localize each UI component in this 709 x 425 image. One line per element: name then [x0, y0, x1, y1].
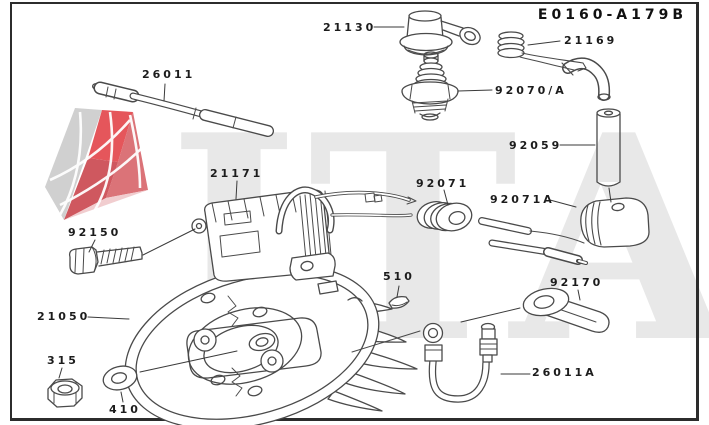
- ground-wire-drawing: [351, 322, 498, 403]
- part-label-92150: 92150: [68, 226, 122, 239]
- part-label-92071A: 92071A: [490, 193, 555, 206]
- part-label-21130: 21130: [323, 21, 377, 34]
- part-label-26011: 26011: [142, 68, 196, 81]
- flywheel-drawing: [124, 264, 418, 425]
- part-label-92170: 92170: [550, 276, 604, 289]
- grommet-drawing: [416, 201, 473, 232]
- part-label-92071: 92071: [416, 177, 470, 190]
- spark-plug-cap-drawing: [399, 10, 481, 56]
- ignition-coil-drawing: [191, 186, 588, 282]
- part-label-92059: 92059: [509, 139, 563, 152]
- part-label-315: 315: [47, 354, 79, 367]
- tube-drawing: [561, 57, 621, 187]
- part-label-510: 510: [383, 270, 415, 283]
- part-label-410: 410: [109, 403, 141, 416]
- part-label-21050: 21050: [37, 310, 91, 323]
- flange-bolt-drawing: [68, 246, 143, 275]
- part-label-21171: 21171: [210, 167, 264, 180]
- part-label-26011A: 26011A: [532, 366, 597, 379]
- wire-lead-drawing: [91, 81, 274, 137]
- diagram-border: [10, 2, 699, 421]
- spring-drawing: [497, 31, 587, 72]
- diagram-code: E0160-A179B: [537, 7, 687, 23]
- watermark-logo-icon: [45, 108, 148, 220]
- clamp-drawing: [522, 287, 610, 333]
- part-label-21169: 21169: [564, 34, 618, 47]
- washer-drawing: [102, 365, 138, 391]
- grommet-cap-drawing: [580, 197, 650, 248]
- spark-plug-drawing: [401, 51, 459, 121]
- woodruff-key-drawing: [388, 295, 410, 309]
- part-label-92070A: 92070/A: [495, 84, 567, 97]
- leader-lines: [58, 26, 612, 403]
- hex-nut-drawing: [47, 378, 83, 408]
